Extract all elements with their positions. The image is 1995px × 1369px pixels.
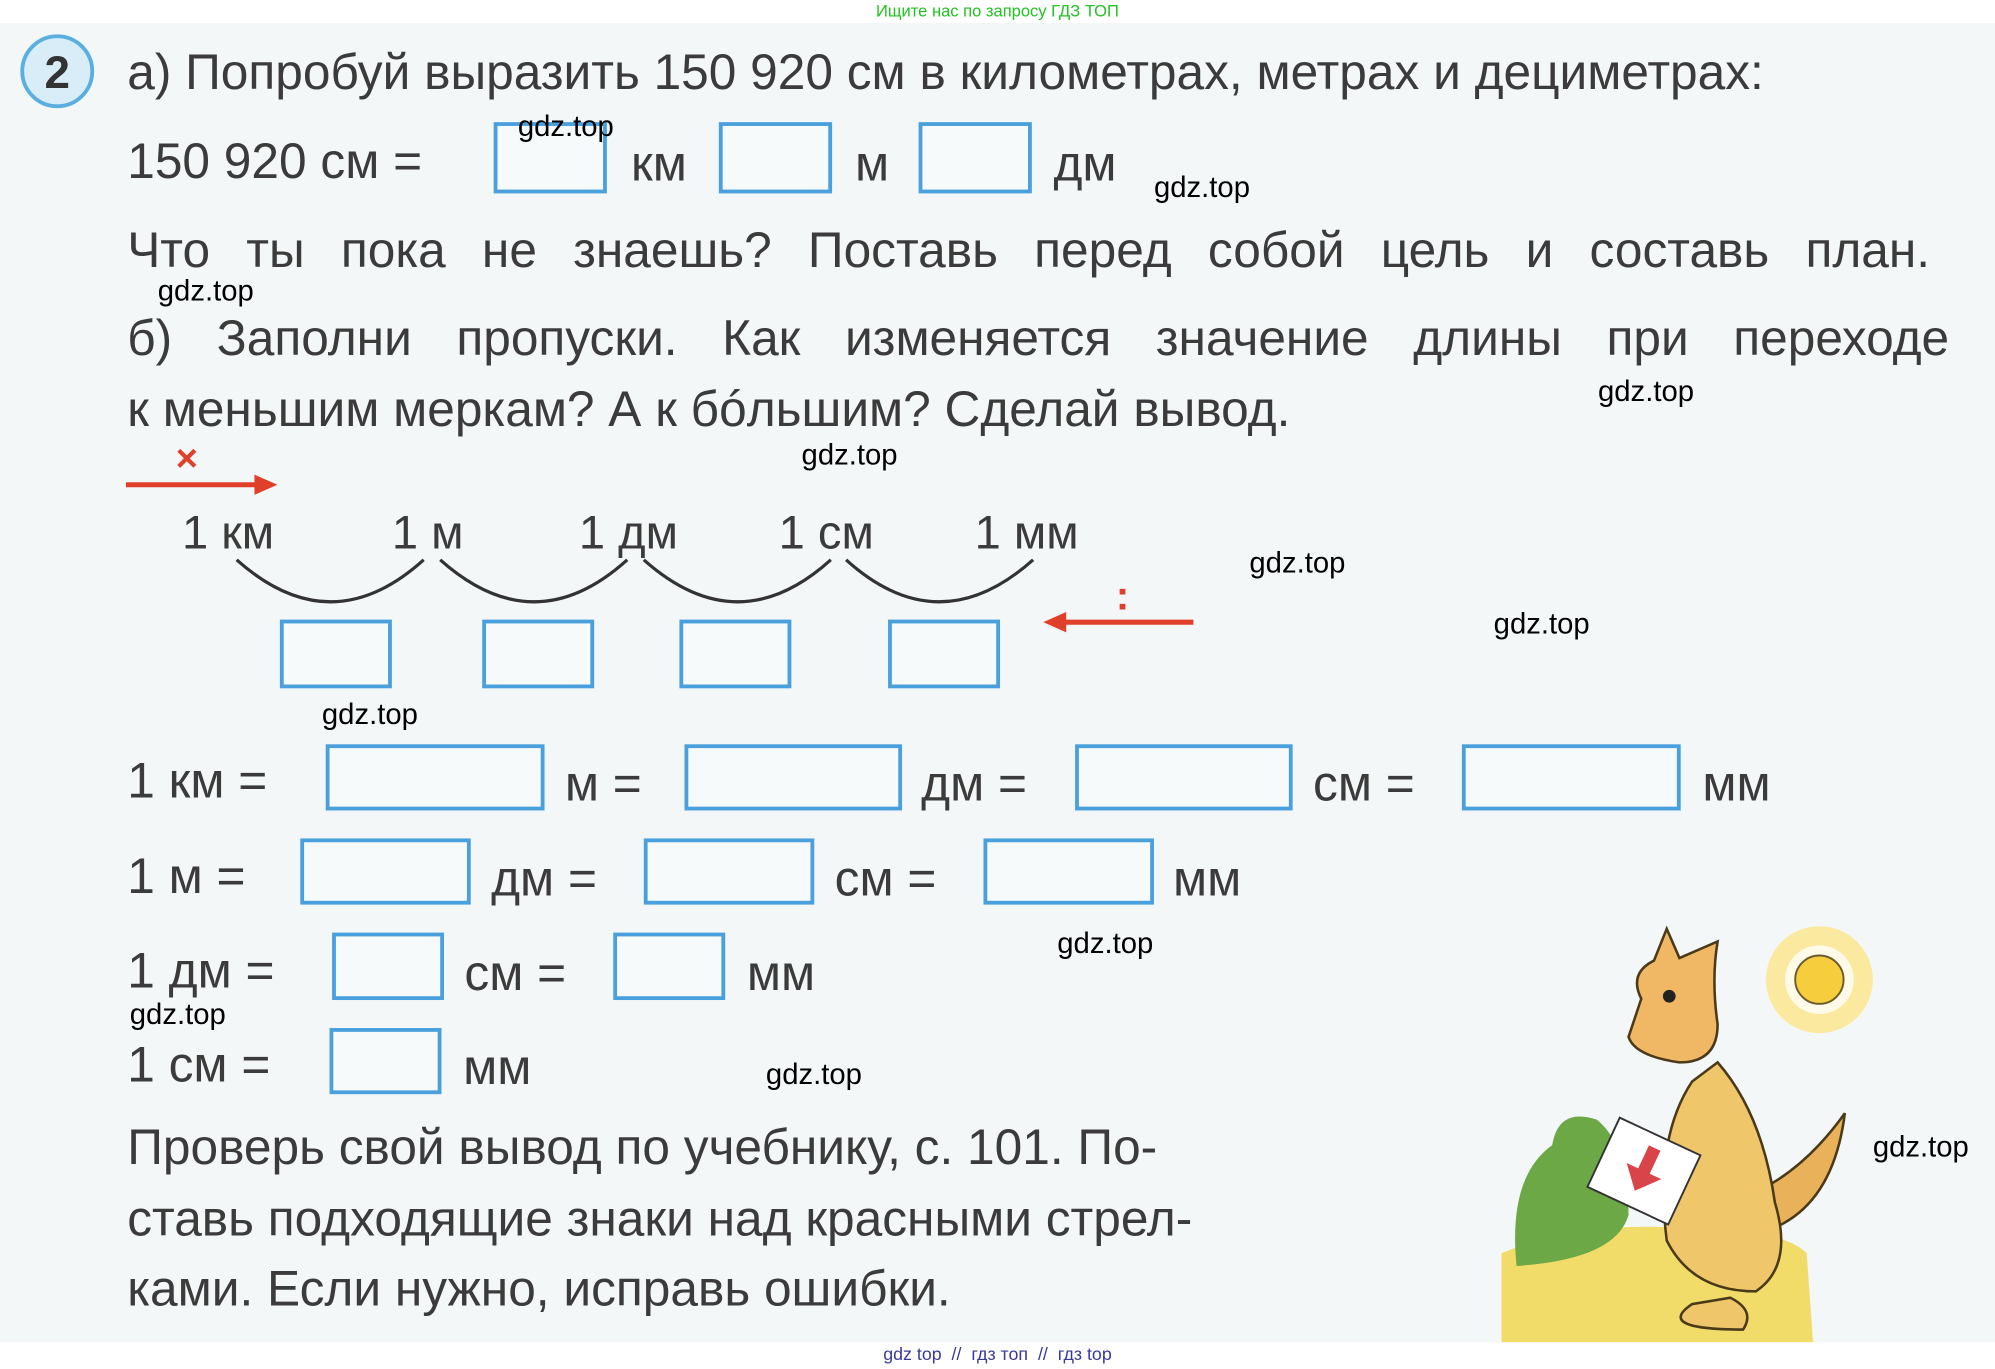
watermark: gdz.top (765, 1057, 862, 1091)
scale-unit-mm: 1 мм (974, 506, 1079, 559)
kangaroo-eye (1662, 989, 1676, 1003)
eq-label: мм (1702, 757, 1771, 812)
cm-to-mm-box[interactable] (329, 1028, 442, 1095)
km-to-dm-box[interactable] (684, 744, 903, 811)
kangaroo-foot (1679, 1296, 1749, 1331)
conclusion-line-1: Проверь свой вывод по учебнику, с. 101. … (127, 1120, 1158, 1176)
eq-label: дм = (921, 757, 1027, 812)
multiply-sign: × (175, 437, 198, 480)
arc-cm-mm (845, 558, 1035, 604)
ratio-box-dm-cm[interactable] (679, 619, 792, 689)
eq-label: м = (564, 757, 642, 812)
eq-label: 1 км = (127, 754, 268, 810)
eq-label: дм = (491, 852, 597, 908)
scale-unit-cm: 1 см (778, 506, 874, 559)
eq-label: 1 м = (127, 849, 246, 905)
watermark: gdz.top (1598, 374, 1695, 408)
watermark: gdz.top (1249, 545, 1346, 579)
arc-dm-cm (642, 558, 832, 604)
sun-icon (1765, 926, 1873, 1034)
part-b-instruction-1: б) Заполни пропуски. Как изменяется знач… (127, 314, 1950, 367)
kangaroo-illustration (1501, 925, 1873, 1343)
eq-label: мм (1173, 852, 1242, 908)
watermark: gdz.top (321, 697, 418, 731)
conclusion-line-3: ками. Если нужно, исправь ошибки. (127, 1262, 951, 1317)
arc-m-dm (439, 558, 629, 604)
ratio-box-m-dm[interactable] (482, 619, 595, 689)
watermark: gdz.top (1153, 170, 1250, 204)
scale-unit-dm: 1 дм (578, 506, 678, 559)
m-to-dm-box[interactable] (300, 838, 471, 905)
part-a-question: Что ты пока не знаешь? Поставь перед соб… (127, 226, 1931, 279)
divide-sign: : (1115, 572, 1130, 619)
footer-watermark: gdz top // гдз топ // гдз top (883, 1343, 1112, 1364)
m-to-mm-box[interactable] (983, 838, 1154, 905)
km-to-m-box[interactable] (325, 744, 545, 811)
part-a-instruction: а) Попробуй выразить 150 920 см в киломе… (127, 45, 1764, 101)
eq-label: см = (1313, 757, 1415, 812)
part-b-instruction-2: к меньшим меркам? А к бóльшим? Сделай вы… (127, 382, 1291, 438)
dm-to-cm-box[interactable] (332, 932, 445, 1001)
km-to-cm-box[interactable] (1075, 744, 1293, 811)
bush (1515, 1116, 1629, 1266)
eq-label: мм (746, 946, 816, 1002)
eq-label: см = (834, 852, 937, 908)
conclusion-line-2: ставь подходящие знаки над красными стре… (127, 1192, 1193, 1247)
arc-km-m (235, 558, 425, 604)
scale-unit-km: 1 км (181, 506, 275, 559)
watermark: gdz.top (157, 273, 254, 307)
ratio-box-cm-mm[interactable] (888, 619, 1001, 689)
dm-to-mm-box[interactable] (613, 932, 726, 1001)
task-number: 2 (44, 45, 70, 98)
km-answer-box[interactable] (493, 122, 607, 194)
eq-label: мм (463, 1040, 532, 1096)
watermark: gdz.top (1872, 1129, 1969, 1163)
scale-arcs (235, 558, 1035, 604)
dm-answer-box[interactable] (918, 122, 1032, 194)
scale-unit-m: 1 м (391, 506, 464, 559)
right-arrow-icon (125, 474, 278, 495)
watermark: gdz.top (1057, 926, 1154, 960)
eq-label: 1 см = (127, 1038, 271, 1093)
header-watermark: Ищите нас по запросу ГДЗ ТОП (876, 1, 1119, 21)
watermark: gdz.top (801, 437, 898, 471)
eq-label: см = (464, 946, 567, 1002)
m-to-cm-box[interactable] (643, 838, 815, 905)
m-answer-box[interactable] (718, 122, 833, 194)
km-to-mm-box[interactable] (1461, 744, 1681, 811)
unit-dm: дм (1053, 137, 1117, 193)
eq-label: 1 дм = (127, 944, 275, 999)
watermark: gdz.top (1493, 606, 1590, 640)
left-arrow-icon (1043, 611, 1194, 633)
watermark: gdz.top (517, 109, 614, 143)
part-a-lhs: 150 920 см = (127, 134, 423, 190)
task-number-badge: 2 (20, 34, 95, 109)
watermark: gdz.top (129, 997, 226, 1031)
unit-km: км (631, 137, 687, 193)
ratio-box-km-m[interactable] (279, 619, 392, 689)
unit-m: м (854, 137, 890, 193)
paper-with-arrow (1586, 1116, 1702, 1226)
